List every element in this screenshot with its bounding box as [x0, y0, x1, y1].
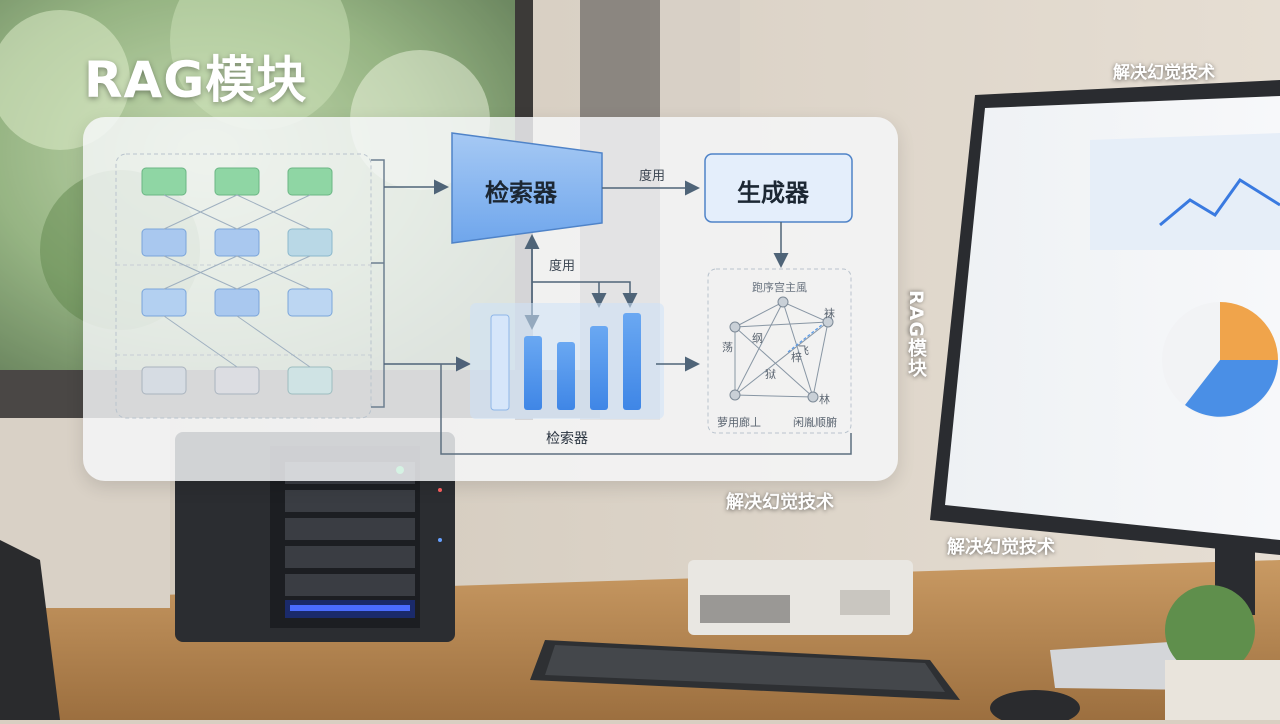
hallucination-label-top: 解决幻觉技术: [1113, 63, 1215, 83]
vertical-rag-label: RAG模块: [905, 290, 927, 378]
retriever-bars: [490, 313, 641, 411]
generator-label: 生成器: [737, 179, 809, 207]
graph-label-3: 狱: [765, 368, 776, 381]
graph-label-2: 荡: [722, 341, 733, 354]
graph-label-4: 袜: [824, 307, 835, 320]
knowledge-graph-region: [707, 268, 852, 434]
edge-label-top: 度用: [639, 169, 666, 184]
retriever-block: [451, 132, 603, 244]
graph-bottom-right: 闲胤顺腑: [793, 416, 837, 429]
graph-label-5: 梓: [791, 351, 802, 364]
hallucination-label-mid: 解决幻觉技术: [726, 492, 834, 513]
hallucination-label-lower: 解决幻觉技术: [947, 537, 1055, 558]
graph-title: 跑序宫主風: [752, 281, 807, 294]
graph-nodes: [729, 296, 834, 403]
network-region: [115, 153, 372, 419]
graph-label-6: 飞: [798, 344, 809, 357]
retriever-label: 检索器: [485, 179, 557, 207]
network-nodes: [141, 167, 333, 395]
generator-block: [704, 153, 853, 223]
rag-diagram-panel: 检索器 生成器 度用 度用 检索器 跑序宫主風 纲 荡 狱 袜 梓 飞 林 萝用…: [83, 117, 898, 481]
graph-label-7: 林: [819, 393, 830, 406]
retriever-caption: 检索器: [546, 431, 588, 447]
graph-bottom-left: 萝用廊丄: [717, 416, 761, 429]
graph-label-1: 纲: [752, 332, 763, 345]
edge-label-vertical: 度用: [549, 259, 576, 274]
page-title: RAG模块: [84, 51, 308, 109]
rag-diagram: [115, 132, 853, 455]
